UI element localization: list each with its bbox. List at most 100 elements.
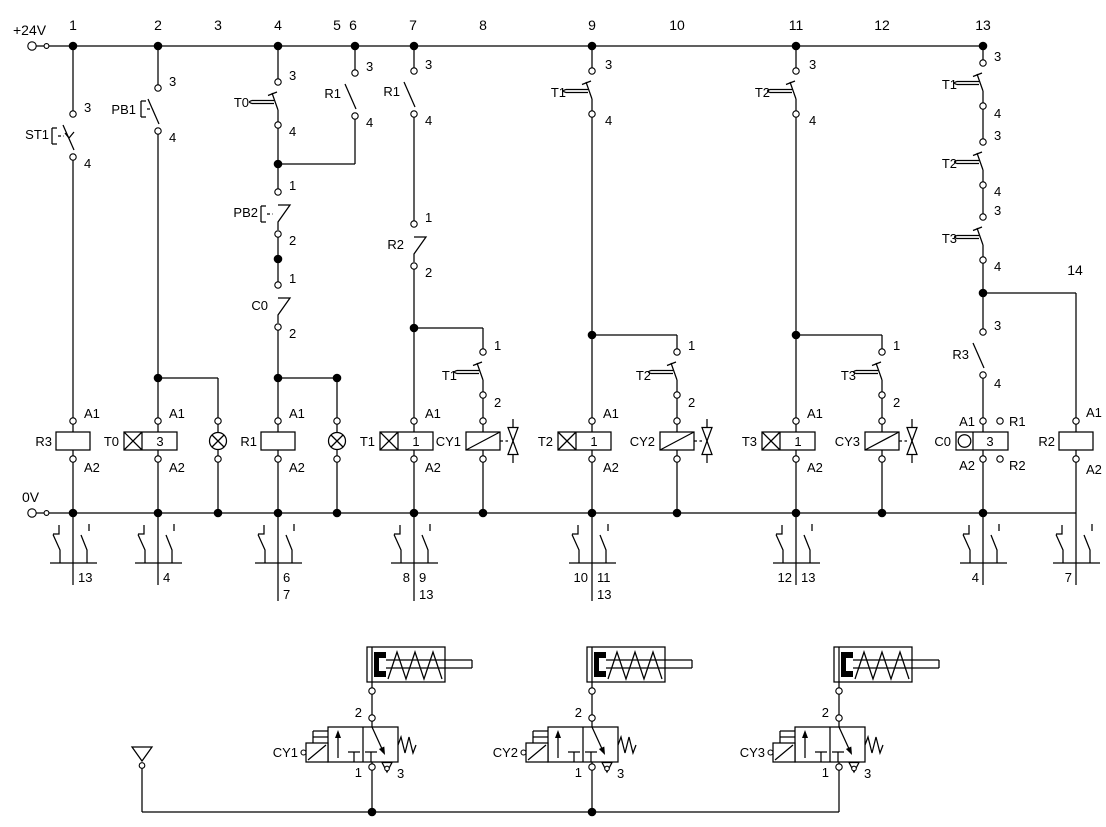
contact-t2-cy2-label: T2 [636,368,651,383]
contact-c0: C0 1 2 [251,271,296,341]
coil-t1: 1 T1 A1 A2 [360,406,441,475]
wire-number-10: 10 [669,17,685,33]
svg-text:A1: A1 [603,406,619,421]
lamp-2 [327,417,347,463]
contact-t2-last: T2 3 4 [942,128,1001,199]
svg-text:A2: A2 [169,460,185,475]
svg-text:1: 1 [822,765,829,780]
contact-c0-label: C0 [251,298,268,313]
svg-text:R2: R2 [1009,458,1026,473]
contact-t2-label: T2 [755,85,770,100]
wire-number-5: 5 [333,17,341,33]
contact-r1-seal-label: R1 [324,86,341,101]
svg-text:13: 13 [801,570,815,585]
contact-t3-last: T3 3 4 [942,203,1001,274]
contact-r2-label: R2 [387,237,404,252]
svg-text:3: 3 [994,128,1001,143]
coil-t0-label: T0 [104,434,119,449]
svg-text:3: 3 [994,203,1001,218]
wire-number-3: 3 [214,17,222,33]
svg-text:4: 4 [605,113,612,128]
svg-text:A2: A2 [603,460,619,475]
coil-c0-label: C0 [934,434,951,449]
contact-pb2: PB2 1 2 [233,178,296,248]
wire-number-1: 1 [69,17,77,33]
svg-text:3: 3 [366,59,373,74]
contact-st1-label: ST1 [25,127,49,142]
coil-t1-preset: 1 [412,434,419,449]
coil-r1-label: R1 [240,434,257,449]
contact-r3-label: R3 [952,347,969,362]
coil-t2-preset: 1 [590,434,597,449]
svg-text:A1: A1 [807,406,823,421]
coil-t3-label: T3 [742,434,757,449]
lamp-1 [208,417,228,463]
svg-text:A2: A2 [425,460,441,475]
svg-text:4: 4 [169,130,176,145]
svg-text:1: 1 [425,210,432,225]
svg-text:3: 3 [425,57,432,72]
contact-pb1: PB1 3 4 [111,74,176,145]
wire-number-12: 12 [874,17,890,33]
rail-negative-label: 0V [22,489,40,505]
svg-text:A1: A1 [425,406,441,421]
contact-t2-last-label: T2 [942,156,957,171]
coil-cy2: CY2 [630,417,713,464]
contact-t1-cy1: T1 1 2 [442,338,501,410]
contact-r1: R1 3 4 [383,57,432,128]
svg-text:4: 4 [289,124,296,139]
valve-cy2: CY2 2 1 3 [493,646,693,813]
coil-r1: R1 A1 A2 [240,406,305,475]
xref-rung7: 8 9 13 [390,513,439,602]
svg-text:A2: A2 [959,458,975,473]
xref-rung11: 12 13 [772,513,821,585]
svg-text:3: 3 [605,57,612,72]
svg-text:4: 4 [84,156,91,171]
coil-cy3: CY3 [835,417,918,464]
xref-rung13: 4 [959,513,1008,585]
air-supply [130,746,839,817]
svg-text:4: 4 [994,184,1001,199]
coil-t2: 1 T2 A1 A2 [538,406,619,475]
xref-rung1: 13 [49,513,98,585]
contact-pb1-label: PB1 [111,102,136,117]
contact-t1-last: T1 3 4 [942,49,1001,121]
coil-cy1: CY1 [436,417,519,464]
svg-text:2: 2 [822,705,829,720]
contact-t1-label: T1 [551,85,566,100]
svg-text:1: 1 [893,338,900,353]
svg-text:13: 13 [419,587,433,602]
contact-t3-cy3-label: T3 [841,368,856,383]
contact-pb2-label: PB2 [233,205,258,220]
svg-text:3: 3 [617,766,624,781]
xref-rung4: 6 7 [254,513,303,602]
contact-r2: R2 1 2 [387,210,432,280]
svg-text:2: 2 [575,705,582,720]
valve-cy3: CY3 2 1 3 [740,646,940,813]
svg-text:4: 4 [366,115,373,130]
contact-t0-label: T0 [234,95,249,110]
contact-t1: T1 3 4 [551,57,612,128]
svg-text:2: 2 [688,395,695,410]
svg-text:8: 8 [403,570,410,585]
wire-number-13: 13 [975,17,991,33]
svg-text:3: 3 [289,68,296,83]
svg-text:A1: A1 [169,406,185,421]
svg-text:13: 13 [78,570,92,585]
svg-text:2: 2 [893,395,900,410]
svg-text:2: 2 [425,265,432,280]
svg-text:4: 4 [994,259,1001,274]
coil-t1-label: T1 [360,434,375,449]
svg-text:1: 1 [688,338,695,353]
svg-text:A2: A2 [1086,462,1102,477]
coil-r2: R2 A1 A2 [1038,405,1102,477]
svg-text:2: 2 [289,326,296,341]
contact-t0: T0 3 4 [234,68,296,139]
coil-t0: 3 T0 A1 A2 [104,406,185,475]
power-rails [27,41,1076,518]
valve-cy1: CY1 2 1 3 [273,646,473,813]
svg-text:A1: A1 [84,406,100,421]
contact-r1-label: R1 [383,84,400,99]
valve-cy1-label: CY1 [273,745,298,760]
contact-r1-seal: R1 3 4 [324,59,373,130]
